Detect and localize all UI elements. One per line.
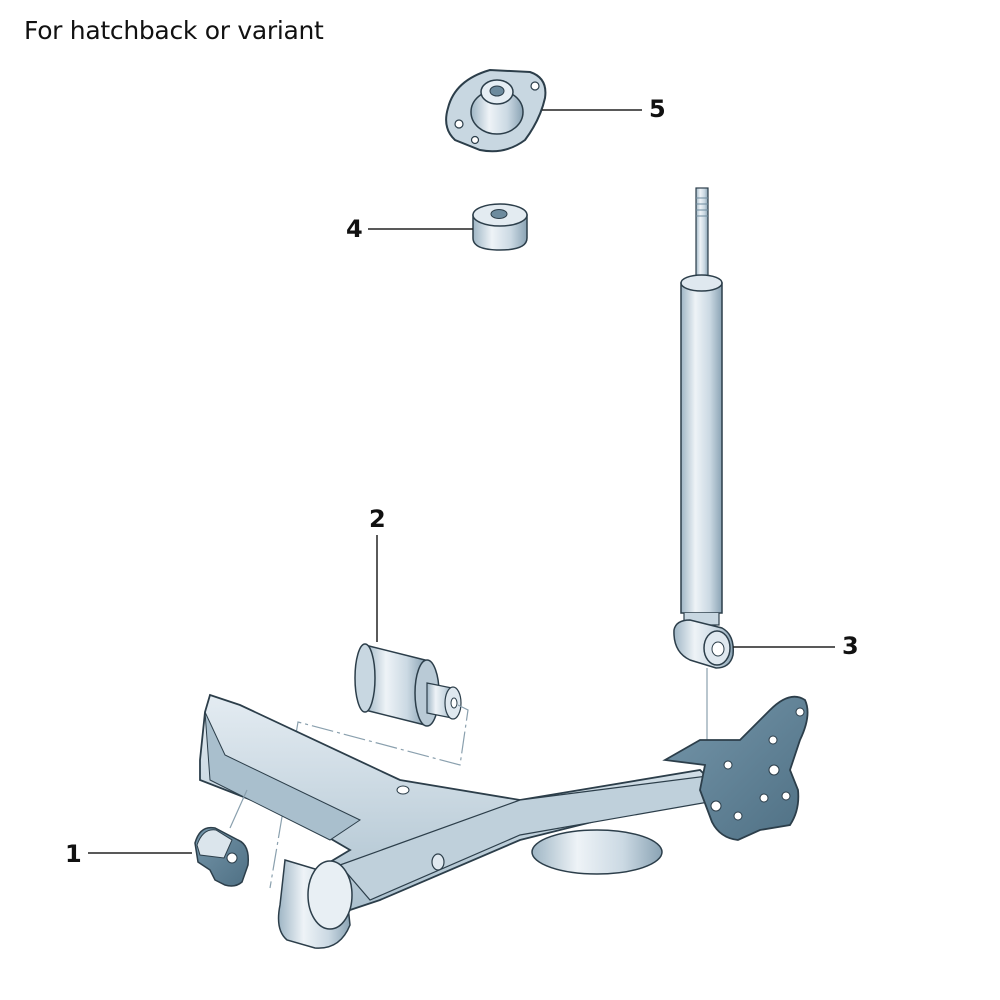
part-3-shock-absorber[interactable] <box>673 187 735 669</box>
callout-4: 4 <box>346 215 363 243</box>
assembly-line-1 <box>229 789 248 829</box>
callout-5: 5 <box>649 95 666 123</box>
part-5-shock-mount[interactable] <box>445 68 547 153</box>
part-1-bracket[interactable] <box>194 826 250 887</box>
rear-axle-beam[interactable] <box>199 693 809 949</box>
part-4-buffer[interactable] <box>472 203 528 251</box>
callout-2: 2 <box>369 505 386 533</box>
diagram-title: For hatchback or variant <box>24 16 324 45</box>
callout-3: 3 <box>842 632 859 660</box>
callout-1: 1 <box>65 840 82 868</box>
part-2-bush[interactable] <box>354 643 462 727</box>
